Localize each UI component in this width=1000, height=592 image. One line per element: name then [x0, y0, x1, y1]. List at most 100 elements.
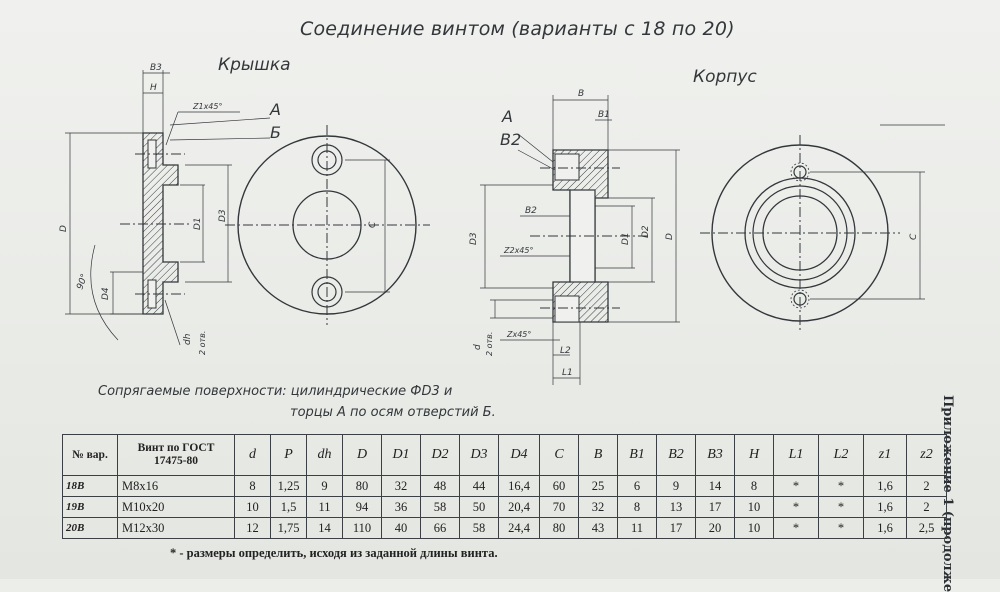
header-z2: z2	[906, 434, 947, 476]
dimensions-table: № вар. Винт по ГОСТ 17475-80 d P dh D D1…	[62, 434, 947, 539]
table-cell: 24,4	[498, 517, 540, 539]
table-cell: 17	[656, 517, 696, 539]
label-korpus: Корпус	[693, 67, 757, 87]
dim-b3: B3	[150, 63, 162, 73]
table-cell: *	[773, 496, 819, 518]
dim-z1x45: Z1x45°	[192, 102, 222, 111]
dim-d-holes: 2 отв.	[485, 332, 494, 356]
table-cell: *	[818, 517, 864, 539]
table-cell: 2,5	[906, 517, 947, 539]
table-cell: 10	[734, 517, 774, 539]
table-row: 19В М10х20 10 1,5 11 94 36 58 50 20,4 70…	[62, 496, 947, 518]
header-B: B	[578, 434, 618, 476]
table-cell: 2	[906, 496, 947, 518]
table-cell: 25	[578, 475, 618, 497]
table-cell: 13	[656, 496, 696, 518]
page-title: Соединение винтом (варианты с 18 по 20)	[300, 18, 735, 40]
table-cell: 44	[459, 475, 499, 497]
dim-dh: dh	[183, 333, 193, 345]
header-screw: Винт по ГОСТ 17475-80	[117, 434, 235, 476]
table-cell: 60	[539, 475, 579, 497]
table-cell: 1,6	[863, 475, 907, 497]
dim-d-housing: d	[473, 344, 483, 350]
table-cell: 14	[695, 475, 735, 497]
header-z1: z1	[863, 434, 907, 476]
table-cell: 1,5	[270, 496, 307, 518]
table-cell: 66	[420, 517, 460, 539]
table-cell: 1,6	[863, 496, 907, 518]
table-cell: 17	[695, 496, 735, 518]
mating-surfaces-note-2: торцы А по осям отверстий Б.	[290, 405, 496, 420]
table-cell: 2	[906, 475, 947, 497]
table-cell: 58	[420, 496, 460, 518]
header-B2: B2	[656, 434, 696, 476]
table-cell: 32	[381, 475, 421, 497]
label-kryshka: Крышка	[218, 55, 291, 75]
dim-d1-lid: D1	[193, 217, 203, 230]
header-D: D	[342, 434, 382, 476]
table-cell: 80	[342, 475, 382, 497]
table-cell: 80	[539, 517, 579, 539]
dim-c-housing: C	[909, 233, 919, 240]
technical-drawing: Крышка Корпус А Б А B2 B3 H Z1x45° D D1 …	[59, 55, 945, 385]
lid-section-view	[65, 70, 271, 346]
header-D4: D4	[498, 434, 540, 476]
dim-d-outer-lid: D	[59, 225, 69, 232]
header-H: H	[734, 434, 774, 476]
table-cell: 11	[306, 496, 343, 518]
table-footnote: * - размеры определить, исходя из заданн…	[170, 546, 498, 560]
dim-l2: L2	[560, 346, 571, 356]
table-cell: 50	[459, 496, 499, 518]
label-a-lid: А	[269, 100, 281, 119]
dim-d2-housing: D2	[641, 225, 651, 238]
table-header-row: № вар. Винт по ГОСТ 17475-80 d P dh D D1…	[62, 434, 947, 476]
header-L2: L2	[818, 434, 864, 476]
dim-b-housing: B	[578, 89, 584, 99]
table-cell: М8х16	[117, 475, 235, 497]
dim-d1-housing: D1	[621, 232, 631, 245]
mating-surfaces-note: Сопрягаемые поверхности: цилиндрические …	[98, 384, 453, 399]
table-cell: 70	[539, 496, 579, 518]
header-B1: B1	[617, 434, 657, 476]
table-cell: 19В	[62, 496, 118, 518]
table-cell: 9	[656, 475, 696, 497]
dim-h: H	[150, 83, 157, 93]
dim-d-outer-housing: D	[665, 233, 675, 240]
table-cell: 36	[381, 496, 421, 518]
label-b-lid: Б	[270, 123, 281, 142]
table-cell: *	[773, 475, 819, 497]
table-cell: 1,25	[270, 475, 307, 497]
header-B3: B3	[695, 434, 735, 476]
dim-l1: L1	[562, 368, 573, 378]
table-cell: 16,4	[498, 475, 540, 497]
dim-angle-90: 90°	[75, 273, 90, 291]
table-row: 18В М8х16 8 1,25 9 80 32 48 44 16,4 60 2…	[62, 475, 947, 497]
table-cell: *	[818, 496, 864, 518]
table-cell: 8	[617, 496, 657, 518]
table-cell: *	[818, 475, 864, 497]
lid-front-view	[225, 125, 430, 325]
table-cell: 11	[617, 517, 657, 539]
header-dh: dh	[306, 434, 343, 476]
table-cell: 32	[578, 496, 618, 518]
table-cell: 10	[734, 496, 774, 518]
table-cell: 110	[342, 517, 382, 539]
table-cell: 58	[459, 517, 499, 539]
table-cell: 8	[734, 475, 774, 497]
table-row: 20В М12х30 12 1,75 14 110 40 66 58 24,4 …	[62, 517, 947, 539]
table-cell: 8	[234, 475, 271, 497]
table-cell: *	[773, 517, 819, 539]
dim-b2-housing: B2	[525, 206, 537, 216]
table-cell: 40	[381, 517, 421, 539]
table-cell: 43	[578, 517, 618, 539]
table-cell: М10х20	[117, 496, 235, 518]
header-D2: D2	[420, 434, 460, 476]
table-cell: 20	[695, 517, 735, 539]
table-cell: 10	[234, 496, 271, 518]
housing-front-view	[700, 124, 945, 330]
table-cell: 6	[617, 475, 657, 497]
dim-b1-housing: B1	[598, 110, 610, 120]
table-cell: 9	[306, 475, 343, 497]
header-d: d	[234, 434, 271, 476]
table-cell: 1,75	[270, 517, 307, 539]
